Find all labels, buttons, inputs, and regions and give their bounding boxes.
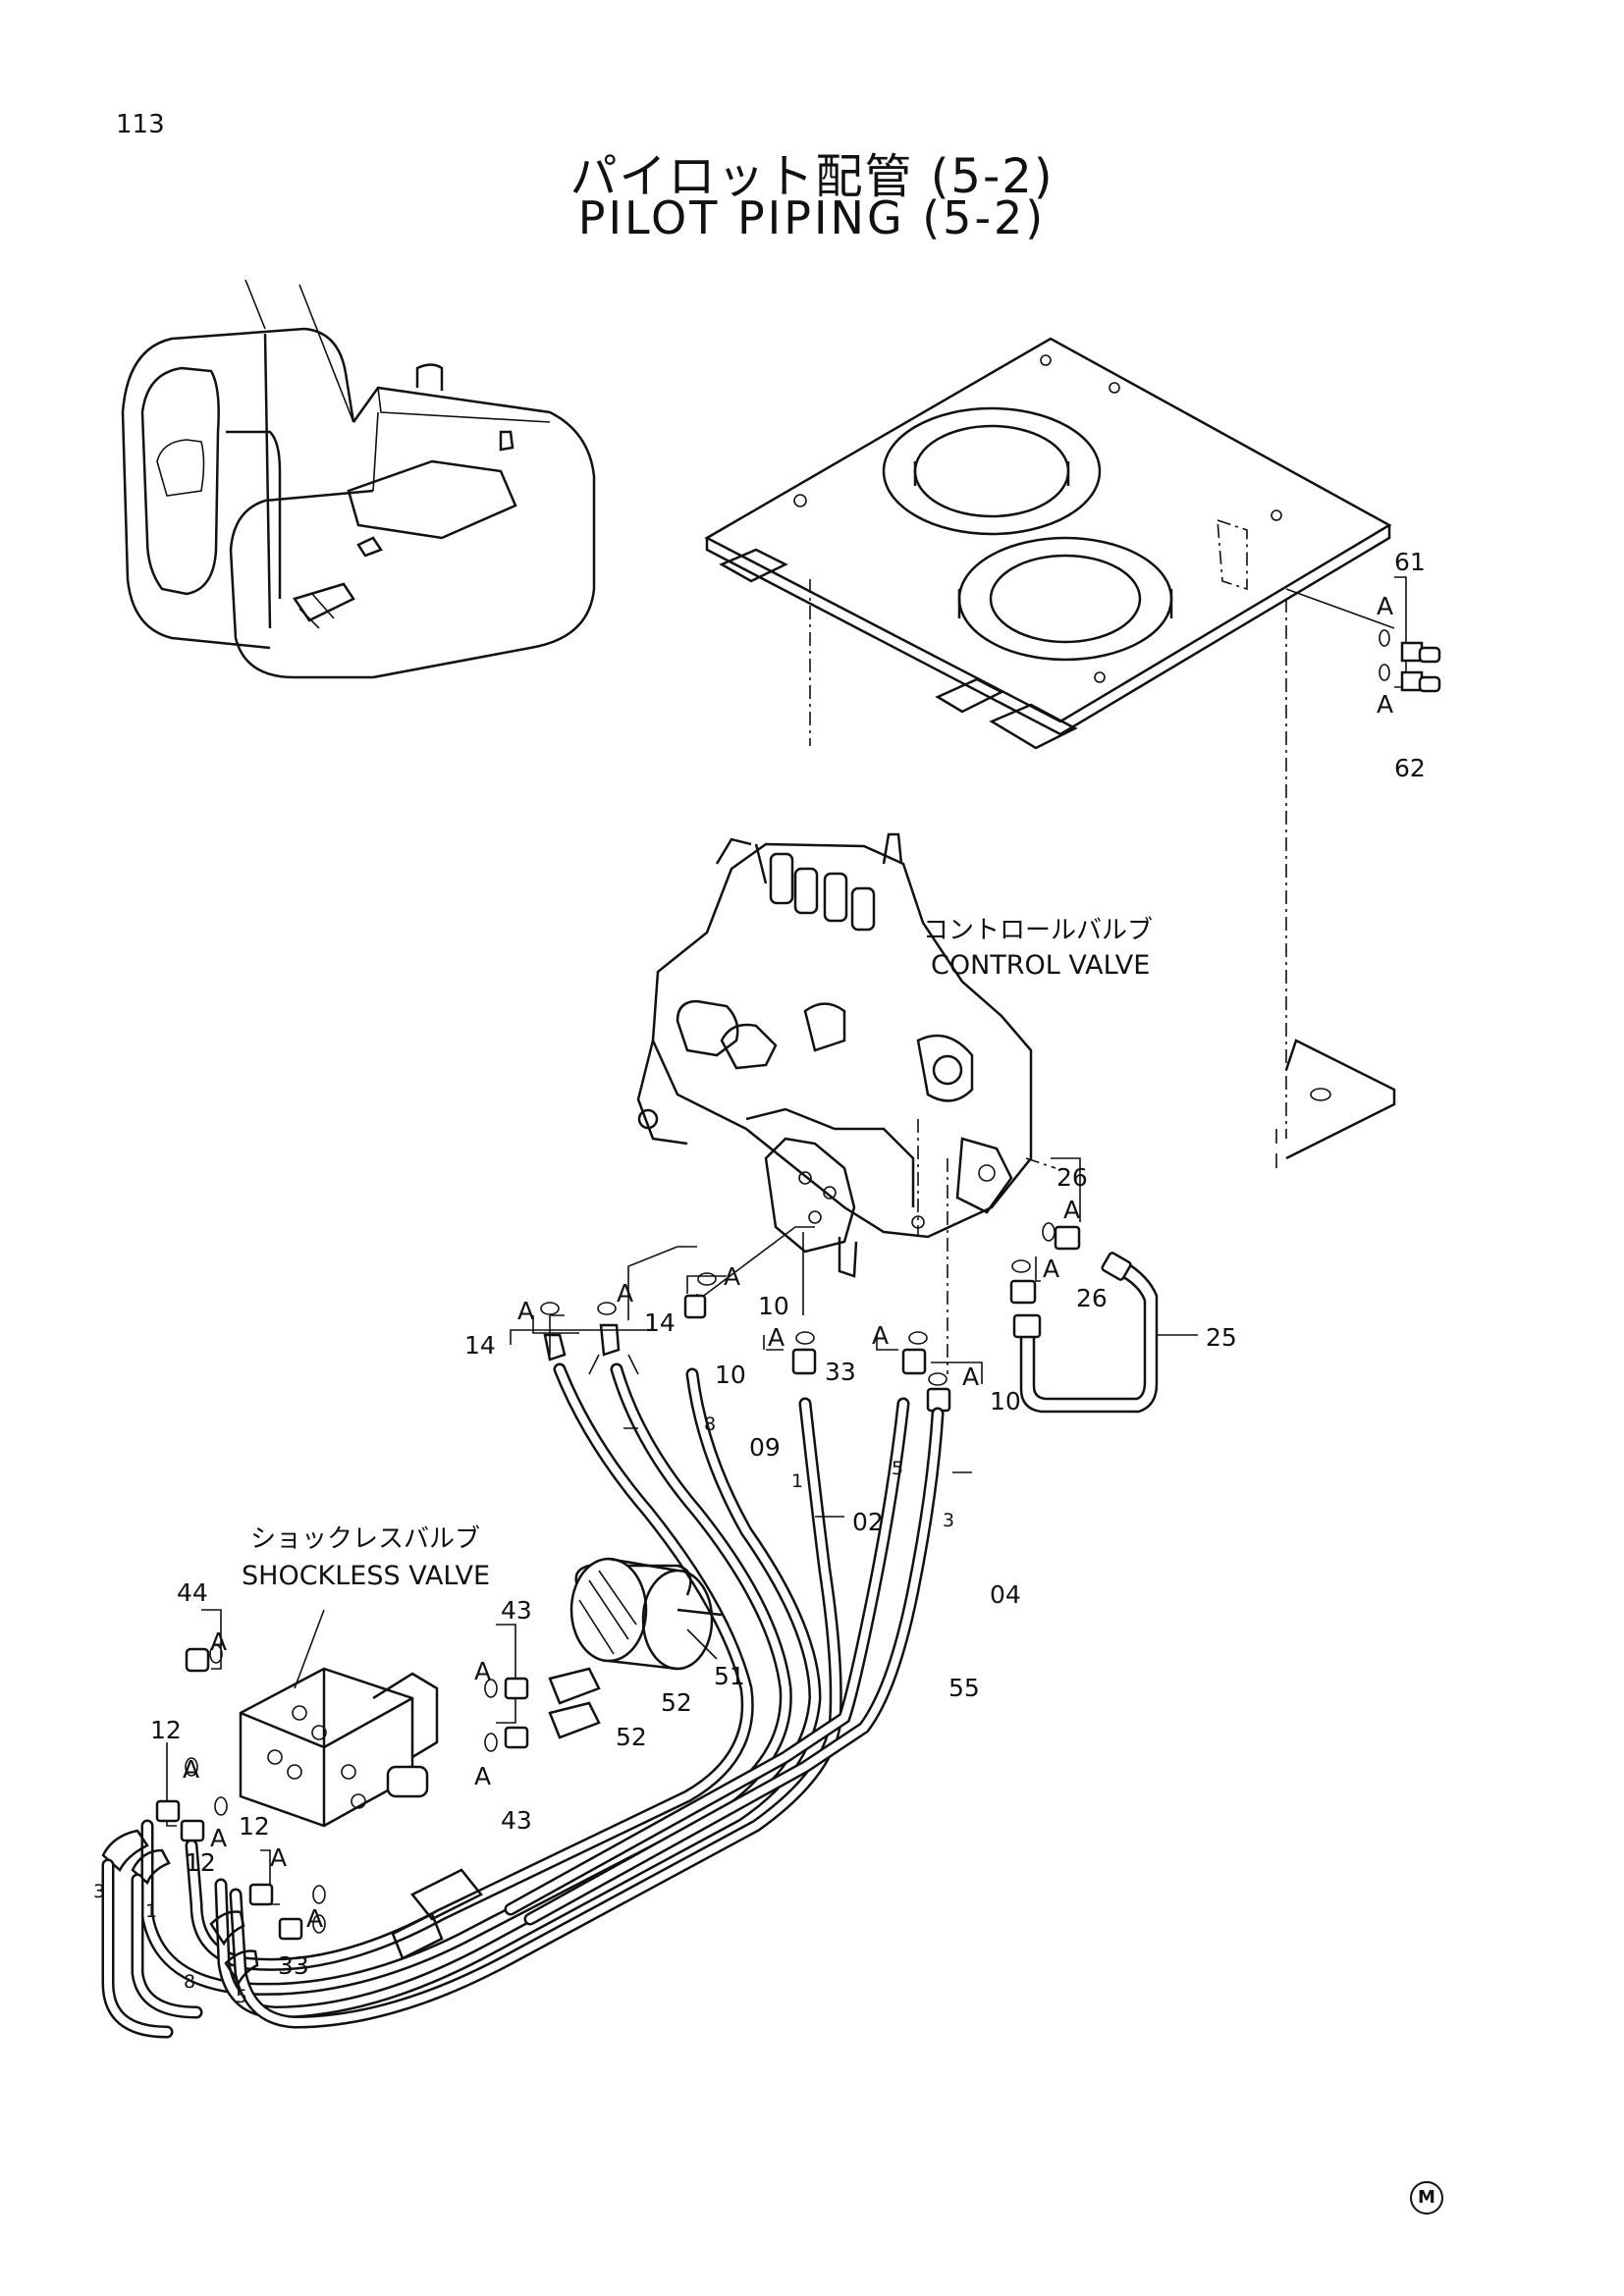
callout-a: A xyxy=(517,1297,535,1325)
fittings-61-62 xyxy=(1379,576,1441,693)
page-title-japanese: パイロット配管 (5-2) xyxy=(569,149,1055,204)
callout-44: 44 xyxy=(177,1578,208,1607)
accumulator-51-52 xyxy=(548,1557,723,1739)
hose-mark-8: 8 xyxy=(184,1971,196,1993)
callout-26: 26 xyxy=(1076,1284,1108,1312)
callout-10: 10 xyxy=(758,1292,789,1320)
callout-a: A xyxy=(617,1279,634,1308)
callout-26: 26 xyxy=(1056,1163,1088,1192)
m-mark-symbol: M xyxy=(1410,2181,1443,2215)
shockless-valve-illustration xyxy=(239,1609,439,1828)
callout-a: A xyxy=(474,1762,492,1790)
callout-10: 10 xyxy=(990,1387,1021,1415)
callout-a: A xyxy=(1063,1196,1081,1224)
callout-33: 33 xyxy=(278,1951,309,1980)
control-valve-fittings xyxy=(510,1157,1081,1413)
callout-a: A xyxy=(210,1628,228,1656)
callout-a: A xyxy=(872,1321,890,1350)
page-number: 113 xyxy=(116,110,165,139)
callout-a: A xyxy=(306,1904,324,1933)
callout-a: A xyxy=(1377,592,1394,620)
pilot-hoses xyxy=(140,1354,972,2029)
shockless-valve-label-japanese: ショックレスバルブ xyxy=(250,1524,481,1554)
hose-mark-3: 3 xyxy=(943,1510,955,1531)
callout-52: 52 xyxy=(661,1688,692,1717)
callout-12: 12 xyxy=(185,1848,216,1877)
shockless-valve-fittings xyxy=(101,1609,529,2039)
hose-mark-5: 5 xyxy=(892,1458,904,1479)
callout-43: 43 xyxy=(501,1806,532,1835)
callout-a: A xyxy=(768,1323,785,1352)
callout-52: 52 xyxy=(616,1723,647,1751)
control-valve-label-japanese: コントロールバルブ xyxy=(923,916,1154,945)
callout-a: A xyxy=(270,1843,288,1872)
callout-a: A xyxy=(210,1824,228,1852)
hose-mark-5: 5 xyxy=(236,1986,248,2007)
callout-a: A xyxy=(474,1657,492,1685)
callout-14: 14 xyxy=(464,1331,496,1360)
excavator-illustration xyxy=(121,279,596,679)
callout-09: 09 xyxy=(749,1433,781,1462)
callout-55: 55 xyxy=(948,1674,980,1702)
pipe-25 xyxy=(1012,1252,1198,1414)
shockless-valve-label-english: SHOCKLESS VALVE xyxy=(242,1561,491,1591)
hose-mark-8: 8 xyxy=(704,1414,717,1435)
callout-62: 62 xyxy=(1394,754,1426,782)
callout-a: A xyxy=(1043,1255,1060,1283)
callout-a: A xyxy=(962,1362,980,1391)
callout-a: A xyxy=(724,1262,741,1291)
page-title-english: PILOT PIPING (5-2) xyxy=(577,191,1047,244)
callout-43: 43 xyxy=(501,1596,532,1625)
control-valve-label-english: CONTROL VALVE xyxy=(931,950,1151,981)
hose-mark-1: 1 xyxy=(145,1900,158,1922)
callout-04: 04 xyxy=(990,1580,1021,1609)
callout-02: 02 xyxy=(852,1508,884,1536)
callout-12: 12 xyxy=(150,1716,182,1744)
hose-mark-3: 3 xyxy=(93,1881,106,1902)
callout-25: 25 xyxy=(1206,1323,1237,1352)
callout-14: 14 xyxy=(644,1308,676,1337)
hose-mark-1: 1 xyxy=(791,1470,804,1492)
callout-12: 12 xyxy=(239,1812,270,1841)
callout-33: 33 xyxy=(825,1358,856,1386)
callout-10: 10 xyxy=(715,1361,746,1389)
callout-a: A xyxy=(183,1755,200,1784)
callout-51: 51 xyxy=(714,1662,745,1690)
frame-plate xyxy=(704,337,1396,1168)
callout-a: A xyxy=(1377,690,1394,719)
callout-61: 61 xyxy=(1394,548,1426,576)
